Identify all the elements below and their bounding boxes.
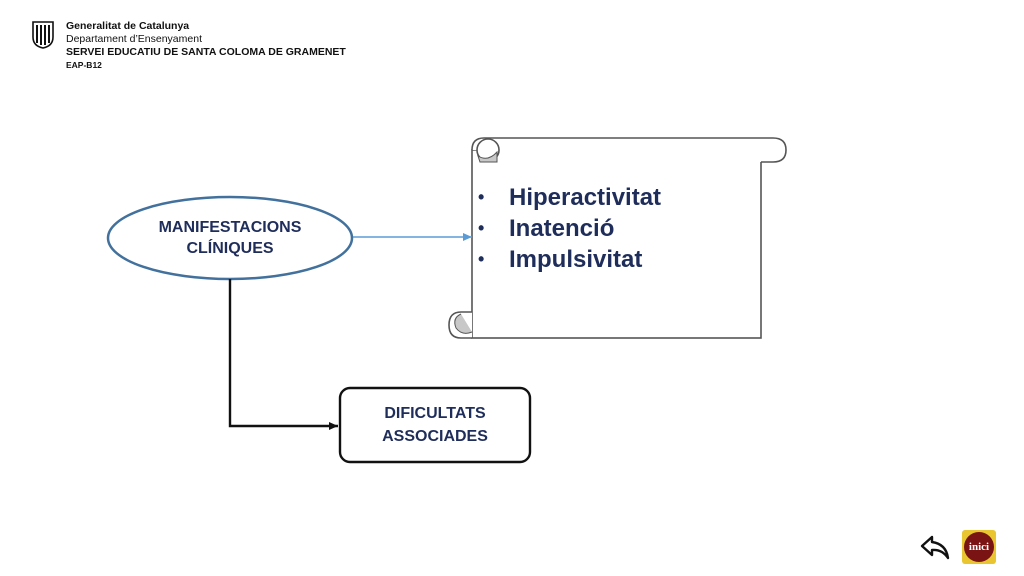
scroll-shape (448, 137, 787, 339)
bullet: • (478, 249, 485, 269)
ellipse-label-line-1: MANIFESTACIONS (158, 219, 302, 236)
catalan-flag-logo-icon (32, 21, 54, 49)
list-item-text: Hiperactivitat (509, 184, 662, 211)
box-label: DIFICULTATS ASSOCIADES (340, 388, 530, 462)
bullet: • (478, 218, 485, 238)
box-label-line-1: DIFICULTATS (384, 405, 486, 422)
home-button[interactable]: inici (962, 530, 996, 564)
list-item: • Hiperactivitat (478, 182, 661, 213)
box-label-line-2: ASSOCIADES (382, 428, 488, 445)
scroll-list: • Hiperactivitat • Inatenció • Impulsivitat (478, 182, 661, 275)
list-item-text: Impulsivitat (509, 246, 643, 273)
bullet: • (478, 187, 485, 207)
back-button[interactable] (918, 530, 952, 564)
header-line-3: SERVEI EDUCATIU DE SANTA COLOMA DE GRAME… (66, 46, 346, 58)
back-arrow-icon (920, 535, 950, 560)
ellipse-label: MANIFESTACIONS CLÍNIQUES (108, 200, 352, 276)
header-text: Generalitat de Catalunya Departament d’E… (66, 20, 346, 72)
home-button-label: inici (964, 532, 994, 562)
list-item: • Inatenció (478, 213, 661, 244)
list-item: • Impulsivitat (478, 244, 661, 275)
list-item-text: Inatenció (509, 215, 615, 242)
arrow-to-box (228, 279, 338, 430)
header-line-1: Generalitat de Catalunya (66, 20, 190, 32)
dificultats-box (338, 386, 532, 464)
header-line-2: Departament d’Ensenyament (66, 33, 202, 45)
ellipse-label-line-2: CLÍNIQUES (186, 240, 274, 257)
header: Generalitat de Catalunya Departament d’E… (30, 20, 346, 72)
header-line-4: EAP-B12 (66, 60, 102, 70)
